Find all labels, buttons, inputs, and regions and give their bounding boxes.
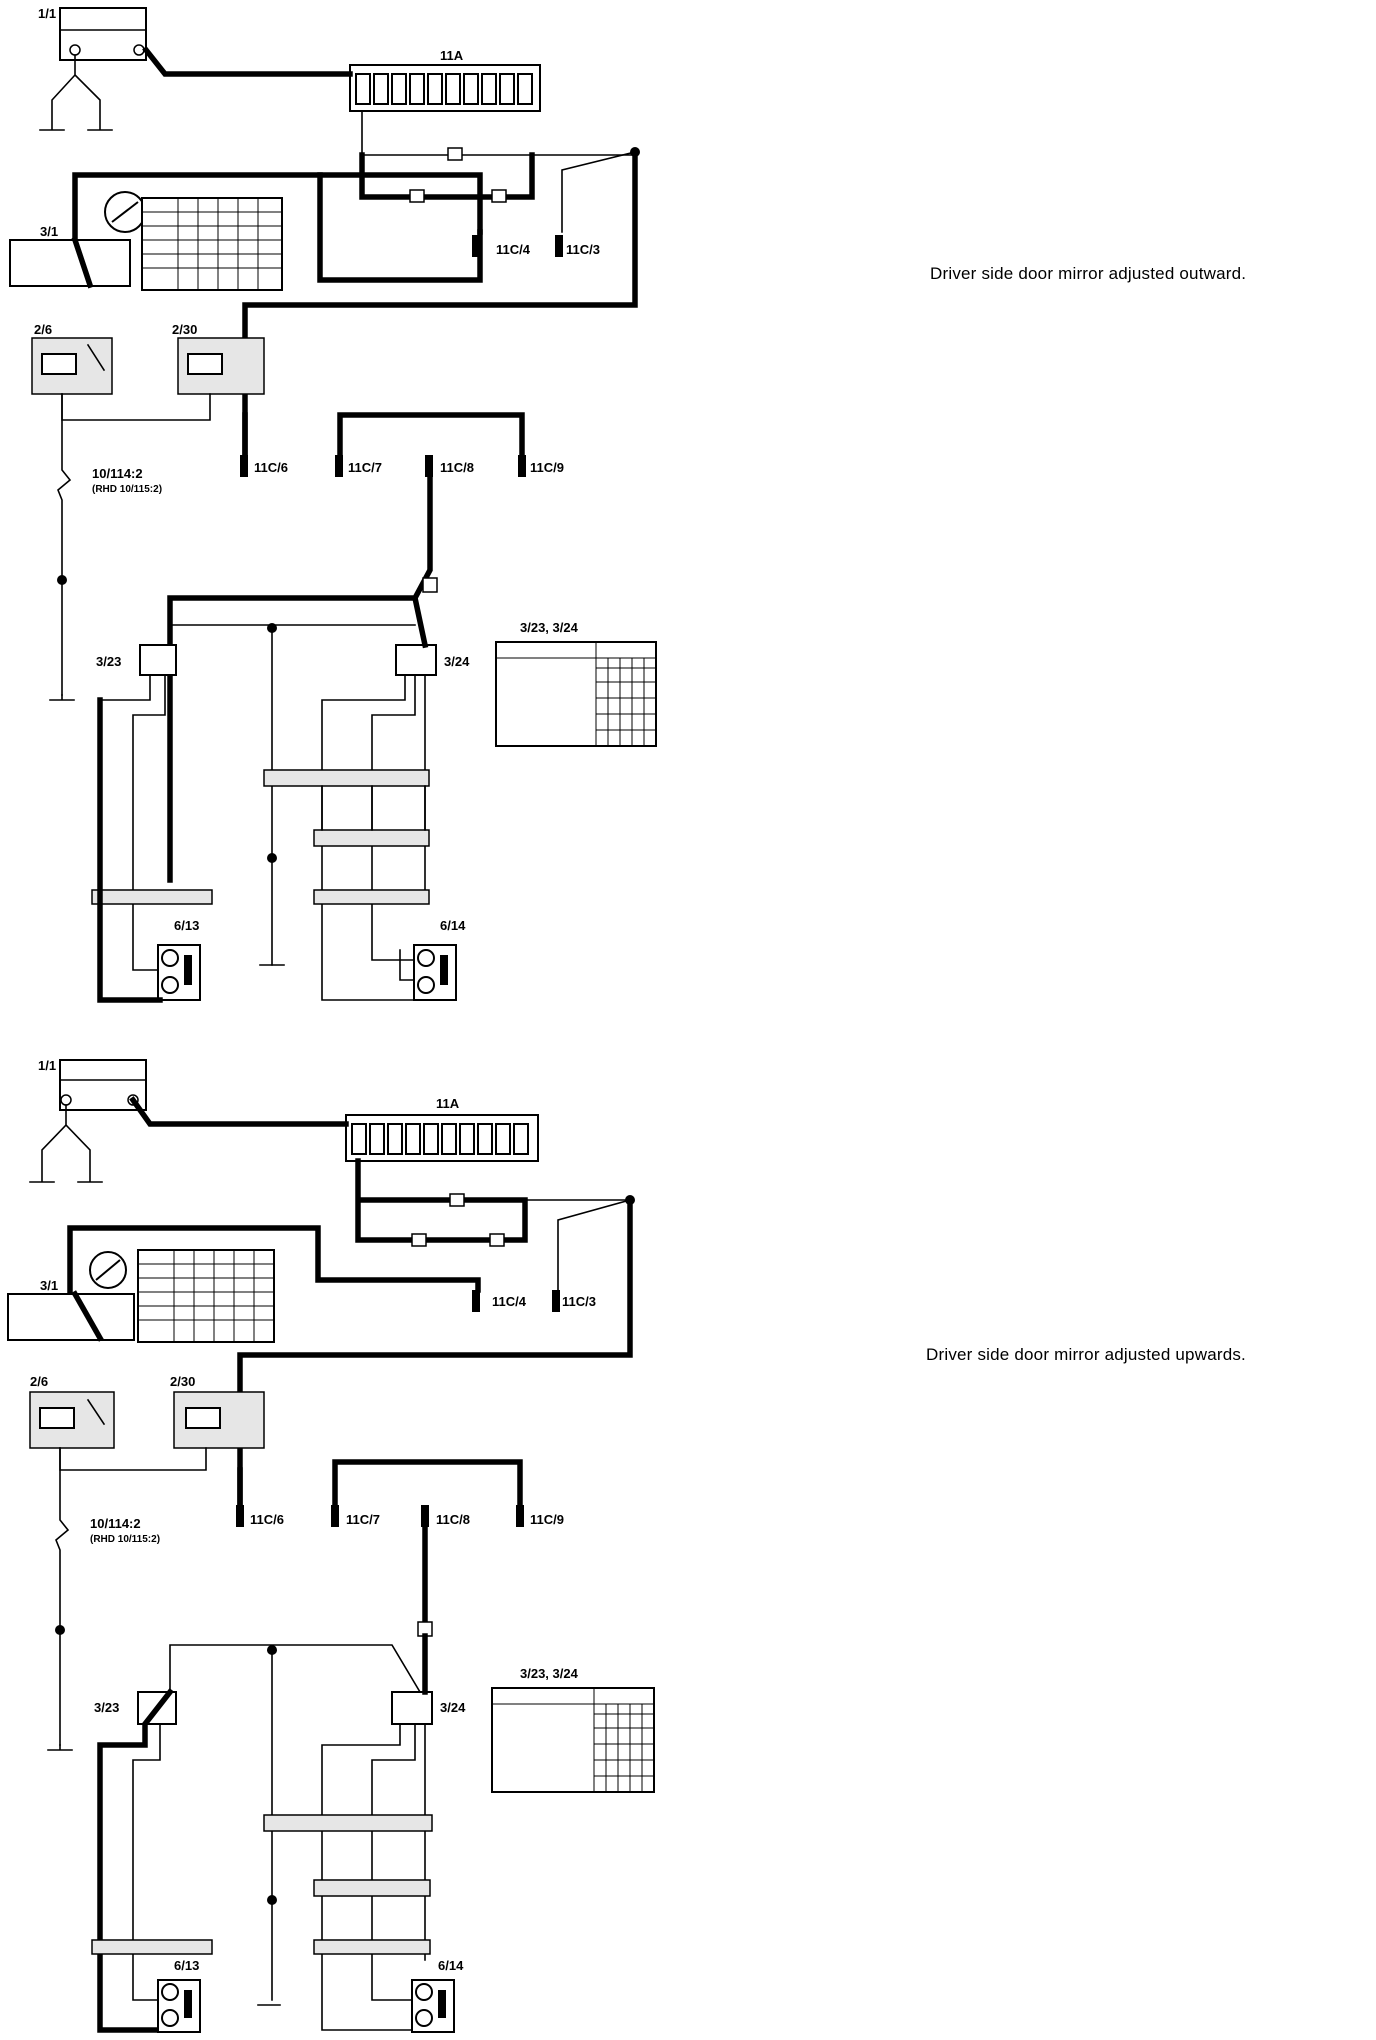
switch-position-table [495, 641, 657, 747]
caption-outward: Driver side door mirror adjusted outward… [930, 264, 1247, 283]
label-11a: 11A [436, 1096, 460, 1111]
label-3-23: 3/23 [94, 1700, 119, 1715]
label-6-13: 6/13 [174, 1958, 199, 1973]
label-rhd-10-115: (RHD 10/115:2) [90, 1534, 160, 1545]
label-1-1: 1/1 [38, 6, 56, 21]
label-11c8: 11C/8 [440, 460, 474, 475]
label-11c7: 11C/7 [348, 460, 382, 475]
label-10-114: 10/114:2 [92, 466, 143, 481]
label-11c9: 11C/9 [530, 1512, 564, 1527]
label-11c6: 11C/6 [254, 460, 288, 475]
diagram-outward: 1/1 11A 11C/4 11C/3 3/1 [9, 6, 657, 1003]
label-6-13: 6/13 [174, 918, 199, 933]
label-6-14: 6/14 [438, 1958, 464, 1973]
label-rhd-10-115: (RHD 10/115:2) [92, 484, 162, 495]
switch-3-24 [395, 644, 437, 676]
switch-3-23 [137, 1691, 177, 1725]
switch-3-24 [391, 1691, 433, 1725]
label-11c9: 11C/9 [530, 460, 564, 475]
label-table-3-23-3-24: 3/23, 3/24 [520, 620, 579, 635]
switch-position-table [491, 1687, 655, 1793]
label-3-24: 3/24 [444, 654, 470, 669]
switch-3-1 [7, 1293, 135, 1341]
label-11c3: 11C/3 [562, 1294, 596, 1309]
label-2-6: 2/6 [34, 322, 52, 337]
label-1-1: 1/1 [38, 1058, 56, 1073]
label-2-6: 2/6 [30, 1374, 48, 1389]
label-table-3-23-3-24: 3/23, 3/24 [520, 1666, 579, 1681]
label-6-14: 6/14 [440, 918, 466, 933]
switch-3-23 [139, 644, 177, 676]
label-11c7: 11C/7 [346, 1512, 380, 1527]
label-3-24: 3/24 [440, 1700, 466, 1715]
caption-upwards: Driver side door mirror adjusted upwards… [926, 1345, 1246, 1364]
switch-3-1 [9, 239, 131, 287]
label-2-30: 2/30 [172, 322, 197, 337]
label-2-30: 2/30 [170, 1374, 195, 1389]
label-11c8: 11C/8 [436, 1512, 470, 1527]
label-11c6: 11C/6 [250, 1512, 284, 1527]
label-11c4: 11C/4 [496, 242, 531, 257]
label-11c3: 11C/3 [566, 242, 600, 257]
label-3-1: 3/1 [40, 1278, 58, 1293]
label-3-1: 3/1 [40, 224, 58, 239]
label-3-23: 3/23 [96, 654, 121, 669]
label-11a: 11A [440, 48, 464, 63]
label-10-114: 10/114:2 [90, 1516, 141, 1531]
diagram-upwards: 1/1 11A 11C/4 11C/3 3/1 [7, 1058, 655, 2033]
label-11c4: 11C/4 [492, 1294, 527, 1309]
